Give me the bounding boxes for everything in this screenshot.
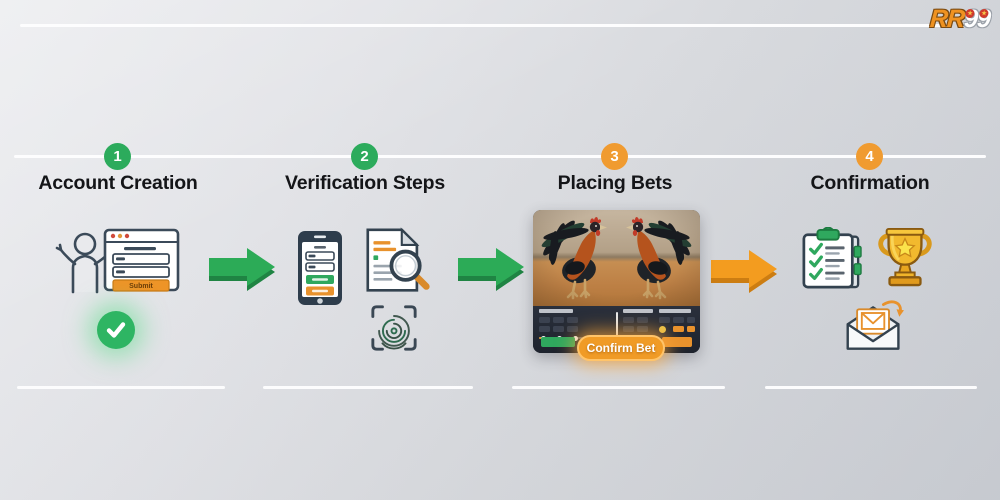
coin-chip: [659, 326, 666, 333]
odds-chip: [659, 317, 670, 323]
odds-chip: [539, 317, 550, 323]
rooster-fight-image: [533, 210, 700, 353]
trophy-icon: [878, 228, 932, 287]
smartphone-form-icon: [298, 231, 342, 305]
browser-window-icon: Submit: [103, 228, 180, 292]
arrow-right-green-icon: [209, 248, 275, 291]
signup-person-browser-icon: Submit: [55, 228, 180, 294]
top-divider: [20, 24, 948, 27]
panel-divider: [616, 312, 618, 346]
arrow-right-green-icon: [458, 248, 524, 291]
section-underline: [17, 386, 225, 389]
odds-chip: [673, 317, 684, 323]
odds-chip: [567, 326, 578, 332]
brand-logo[interactable]: RR99★★: [929, 5, 991, 34]
step-badge-4: 4: [856, 143, 883, 170]
fingerprint-scan-icon: [371, 305, 417, 351]
step-badge-3: 3: [601, 143, 628, 170]
section-underline: [765, 386, 977, 389]
logo-text-99: 99★★: [963, 5, 992, 33]
checklist-clipboard-icon: [802, 227, 862, 289]
step-title-verification-steps: Verification Steps: [284, 172, 446, 194]
magnifier-icon: [389, 249, 430, 290]
odds-chip: [623, 317, 634, 323]
odds-chip: [637, 317, 648, 323]
arena-photo: [533, 210, 700, 306]
submit-button[interactable]: Submit: [112, 279, 170, 292]
odds-column-header: [659, 309, 691, 313]
logo-text-rr: RR: [929, 5, 966, 33]
submit-button-label: Submit: [129, 283, 153, 290]
email-confirmation-icon: [846, 300, 904, 350]
success-check-icon: [97, 311, 135, 349]
rooster-left-icon: [541, 217, 607, 300]
step-title-confirmation: Confirmation: [810, 172, 930, 194]
panel-green-button[interactable]: [541, 337, 575, 347]
odds-chip: [539, 326, 550, 332]
step-badge-2: 2: [351, 143, 378, 170]
odds-chip: [623, 326, 634, 332]
odds-chip: [637, 326, 648, 332]
odds-chip: [553, 326, 564, 332]
section-underline: [512, 386, 725, 389]
slider-handle[interactable]: [573, 335, 578, 341]
step-title-account-creation: Account Creation: [38, 172, 198, 194]
arrow-right-orange-icon: [711, 250, 777, 293]
panel-orange-button[interactable]: [662, 337, 692, 347]
timeline-rule: [14, 155, 986, 158]
odds-chip: [553, 317, 564, 323]
confirm-bet-button[interactable]: Confirm Bet: [577, 335, 665, 361]
odds-column-header: [623, 309, 653, 313]
document-review-magnifier-icon: [366, 227, 430, 292]
odds-chip: [687, 326, 695, 332]
step-badge-1: 1: [104, 143, 131, 170]
odds-chip: [567, 317, 578, 323]
odds-column-header: [539, 309, 573, 313]
odds-chip: [673, 326, 684, 332]
rooster-right-icon: [626, 217, 692, 300]
odds-chip: [687, 317, 695, 323]
step-title-placing-bets: Placing Bets: [557, 172, 673, 194]
section-underline: [263, 386, 473, 389]
